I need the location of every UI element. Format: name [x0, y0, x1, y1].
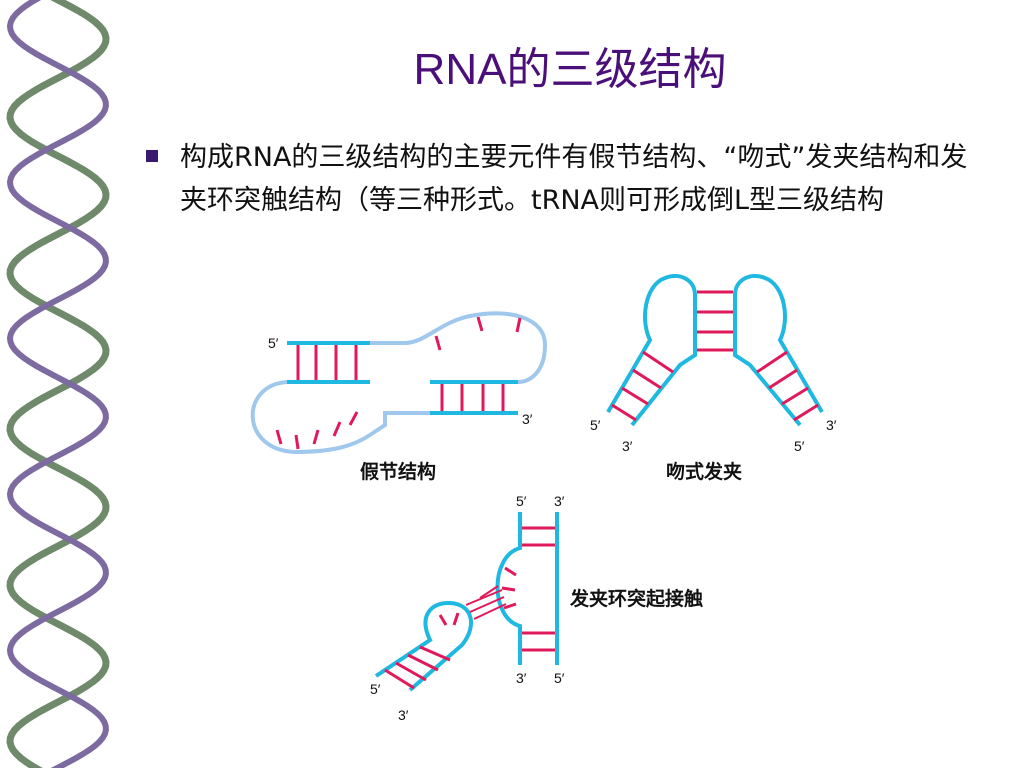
- dna-helix-decoration: [6, 0, 110, 768]
- bullet-marker: [146, 150, 158, 162]
- kissing-left-5prime-label: 5′: [590, 417, 601, 433]
- loop-contact-top-3prime-label: 3′: [554, 493, 565, 509]
- loop-contact-hairpin-5prime-label: 5′: [370, 681, 381, 697]
- pseudoknot-lower-loop: [250, 380, 430, 455]
- loop-contact-hairpin-3prime-label: 3′: [398, 707, 409, 723]
- loop-contact-caption: 发夹环突起接触: [569, 587, 703, 610]
- pseudoknot-figure: 5′ 3′ 假节结构: [250, 311, 548, 483]
- pseudoknot-caption: 假节结构: [360, 460, 436, 483]
- bullet-text: 构成RNA的三级结构的主要元件有假节结构、“吻式”发夹结构和发夹环突触结构（等三…: [180, 142, 968, 216]
- loop-contact-bottom-3prime-label: 3′: [516, 670, 527, 686]
- loop-contact-small-hairpin: [374, 600, 473, 692]
- loop-contact-bottom-5prime-label: 5′: [554, 670, 565, 686]
- kissing-right-3prime-label: 3′: [826, 417, 837, 433]
- pseudoknot-upper-loop: [370, 311, 548, 384]
- kissing-hairpin-figure: 5′ 3′ 3′ 5′ 吻式发夹: [590, 274, 837, 483]
- kissing-left-3prime-label: 3′: [622, 438, 633, 454]
- pseudoknot-5prime-label: 5′: [268, 335, 279, 351]
- loop-contact-figure: 5′ 3′ 3′ 5′ 5′ 3′ 发夹环突起接触: [370, 493, 703, 723]
- slide-title: RNA的三级结构: [413, 45, 727, 94]
- kissing-right-5prime-label: 5′: [794, 438, 805, 454]
- kissing-caption: 吻式发夹: [666, 460, 742, 483]
- loop-contact-top-5prime-label: 5′: [516, 493, 527, 509]
- pseudoknot-3prime-label: 3′: [522, 411, 533, 427]
- kissing-left-hairpin: [606, 274, 697, 427]
- kissing-right-hairpin: [733, 274, 824, 427]
